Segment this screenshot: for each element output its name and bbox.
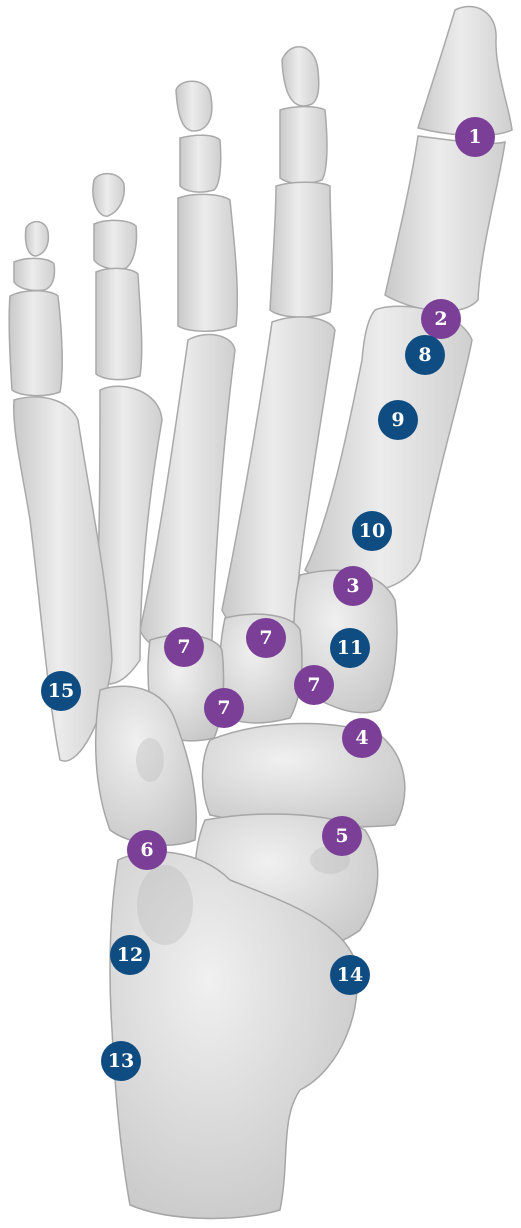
marker-4: 4 <box>342 718 382 758</box>
marker-10: 10 <box>352 511 392 551</box>
marker-6: 6 <box>127 830 167 870</box>
marker-7-c: 7 <box>294 665 334 705</box>
marker-7-a: 7 <box>164 627 204 667</box>
marker-15: 15 <box>41 671 81 711</box>
marker-7-d: 7 <box>204 688 244 728</box>
marker-3: 3 <box>333 566 373 606</box>
marker-2: 2 <box>421 299 461 339</box>
hallux-distal-phalanx <box>418 7 512 136</box>
marker-13: 13 <box>101 1041 141 1081</box>
marker-5: 5 <box>322 816 362 856</box>
marker-8: 8 <box>405 335 445 375</box>
marker-9: 9 <box>378 400 418 440</box>
marker-11: 11 <box>330 628 370 668</box>
marker-7-b: 7 <box>246 618 286 658</box>
hallux-proximal-phalanx <box>385 136 505 311</box>
marker-12: 12 <box>110 935 150 975</box>
marker-1: 1 <box>455 117 495 157</box>
third-metatarsal <box>140 335 235 653</box>
marker-14: 14 <box>330 955 370 995</box>
